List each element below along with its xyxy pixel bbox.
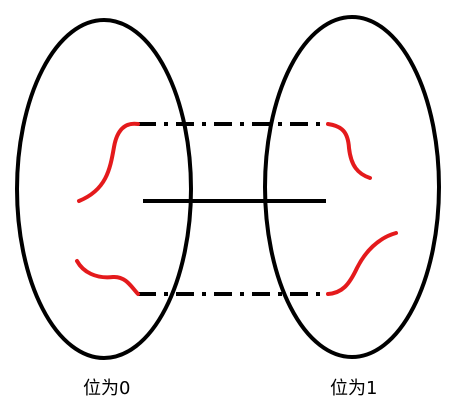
right-set-ellipse <box>263 15 441 359</box>
right-upper-curve <box>326 122 372 180</box>
left-set-label: 位为0 <box>83 378 131 399</box>
right-set-label: 位为1 <box>330 378 378 399</box>
left-lower-curve <box>75 259 140 296</box>
left-set-ellipse <box>15 18 193 360</box>
right-lower-curve <box>326 231 398 296</box>
left-upper-curve <box>77 121 140 203</box>
